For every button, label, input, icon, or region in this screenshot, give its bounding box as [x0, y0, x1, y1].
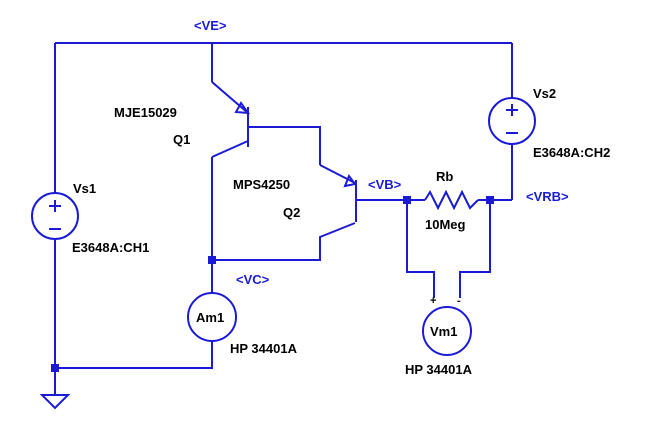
- rb-ref-label: Rb: [436, 169, 453, 184]
- vm1-voltmeter: [422, 306, 472, 356]
- net-label-ve: <VE>: [194, 18, 227, 33]
- vm1-minus-terminal: -: [457, 295, 461, 307]
- q2-ref-label: Q2: [283, 205, 300, 220]
- am1-instrument-label: HP 34401A: [230, 341, 298, 356]
- junction-vrb: [486, 196, 494, 204]
- vm1-ref-label: Vm1: [430, 324, 457, 339]
- vm1-instrument-label: HP 34401A: [405, 362, 473, 377]
- q2-transistor: [343, 173, 357, 222]
- junction-vb: [403, 196, 411, 204]
- am1-ammeter: [187, 264, 237, 342]
- net-label-vb: <VB>: [368, 177, 402, 192]
- vs1-ref-label: Vs1: [73, 181, 96, 196]
- net-label-vc: <VC>: [236, 272, 270, 287]
- net-label-vrb: <VRB>: [526, 189, 569, 204]
- q2-part-label: MPS4250: [233, 177, 290, 192]
- vm1-plus-terminal: +: [430, 295, 436, 307]
- q1-part-label: MJE15029: [114, 105, 177, 120]
- junction-ground: [51, 364, 59, 372]
- q1-transistor: [211, 81, 251, 158]
- wires: [54, 42, 513, 395]
- rb-resistor: [424, 189, 479, 211]
- junction-vc: [208, 256, 216, 264]
- vs2-ref-label: Vs2: [533, 86, 556, 101]
- q1-ref-label: Q1: [173, 132, 190, 147]
- wire-vm-left: [406, 200, 435, 298]
- wire-q2-collector: [212, 222, 356, 261]
- vs2-instrument-label: E3648A:CH2: [533, 145, 610, 160]
- vs1-instrument-label: E3648A:CH1: [72, 240, 149, 255]
- wire-q2-emitter: [319, 164, 356, 184]
- rb-value-label: 10Meg: [425, 217, 466, 232]
- vs2-source: [488, 97, 536, 145]
- wire-vm-right: [459, 200, 491, 298]
- wire-q1-base: [248, 126, 321, 165]
- am1-ref-label: Am1: [196, 310, 224, 325]
- wire-bottom: [55, 341, 213, 369]
- vs1-source: [31, 192, 79, 240]
- junctions: [51, 196, 494, 372]
- ground-symbol: [39, 394, 71, 410]
